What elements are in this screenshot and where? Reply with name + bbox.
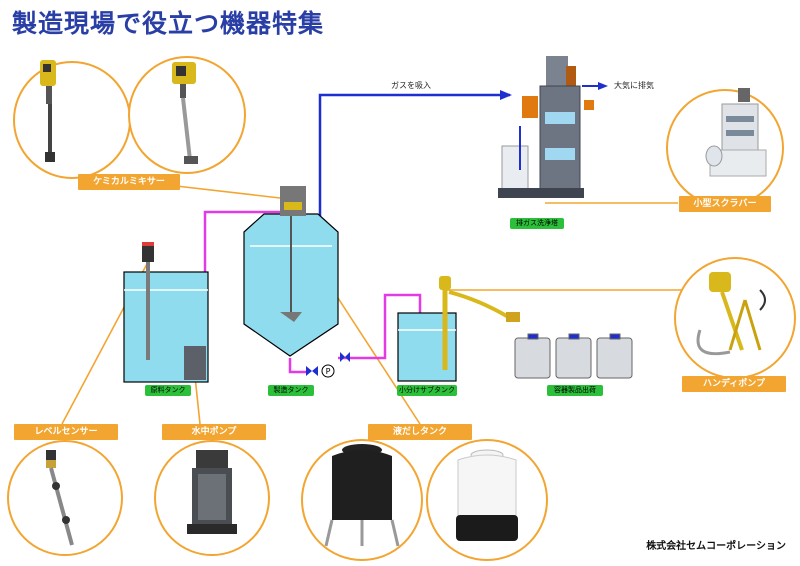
level-sensor-photo: [46, 450, 74, 546]
label-dispense-subtank: 小分けサブタンク: [397, 385, 457, 396]
page-title: 製造現場で役立つ機器特集: [12, 9, 325, 38]
gas-intake-text: ガスを吸入: [391, 81, 431, 90]
label-exhaust-gas-tower: 排ガス洗浄塔: [510, 218, 564, 229]
dispense-subtank-drawing: [397, 276, 520, 382]
circle-handy-pump: [674, 257, 796, 379]
scrubber-photo: [705, 88, 767, 177]
label-production-tank: 製造タンク: [268, 385, 314, 396]
circle-mixer-1: [13, 61, 131, 179]
dispense-tank-photo-1: [324, 444, 400, 547]
label-submersible-pump: 水中ポンプ: [162, 424, 266, 440]
exhaust-text: 大気に排気: [614, 81, 654, 90]
dispense-tank-photo-2: [456, 449, 518, 541]
label-raw-tank: 原料タンク: [145, 385, 191, 396]
label-level-sensor: レベルセンサー: [14, 424, 118, 440]
circle-level-sensor: [7, 440, 123, 556]
pump-symbol: P: [326, 367, 331, 376]
exhaust-gas-tower: [498, 56, 594, 198]
connector-dispense-tank: [337, 297, 421, 425]
handy-pump-photo: [696, 272, 766, 356]
label-small-scrubber: 小型スクラバー: [679, 196, 771, 212]
circle-mixer-2: [128, 56, 246, 174]
product-containers: [514, 333, 633, 379]
label-handy-pump: ハンディポンプ: [682, 376, 786, 392]
company-name: 株式会社セムコーポレーション: [646, 541, 786, 552]
production-tank-drawing: [243, 186, 339, 357]
raw-tank-drawing: [123, 242, 209, 383]
label-dispense-tank: 液だしタンク: [368, 424, 472, 440]
mixer-photo-1: [40, 60, 56, 162]
label-chemical-mixer: ケミカルミキサー: [78, 174, 180, 190]
mixer-photo-2: [172, 62, 198, 164]
submersible-pump-photo: [187, 450, 237, 534]
label-container-shipping: 容器製品出荷: [547, 385, 603, 396]
